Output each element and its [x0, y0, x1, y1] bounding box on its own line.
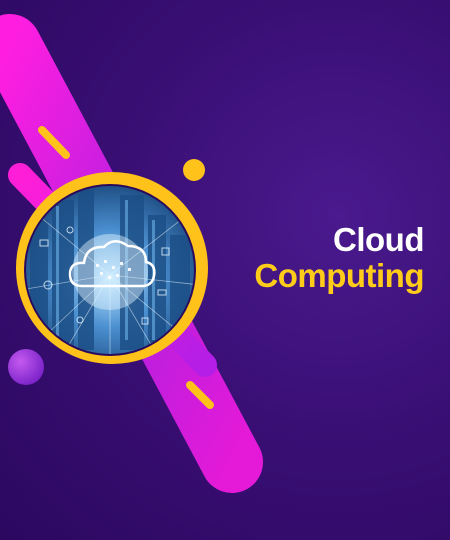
city-network-scene [26, 186, 194, 354]
purple-ball [8, 349, 44, 385]
title-line-cloud: Cloud [333, 221, 424, 258]
page-title: Cloud Computing [254, 222, 424, 294]
yellow-dash-top [38, 126, 70, 159]
yellow-dot [183, 159, 205, 181]
yellow-dash-bottom [186, 381, 214, 409]
title-line-computing: Computing [254, 257, 424, 294]
cloud-icon [68, 240, 156, 288]
